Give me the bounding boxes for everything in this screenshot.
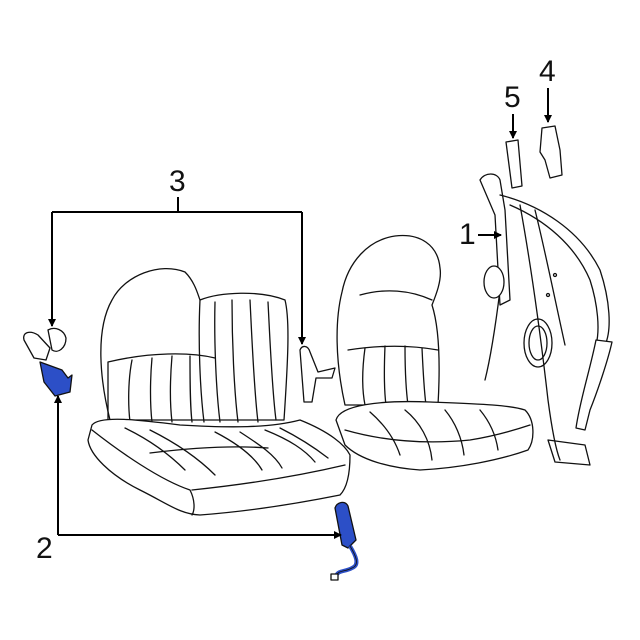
callout-1: 1 bbox=[459, 218, 476, 251]
part-4-trim-cover bbox=[539, 125, 563, 179]
part-1-shoulder-belt bbox=[479, 173, 613, 431]
door-pillar bbox=[484, 204, 591, 466]
callout-2: 2 bbox=[36, 532, 53, 565]
callout-4: 4 bbox=[539, 55, 556, 88]
part-2-buckle-stalk bbox=[330, 501, 359, 581]
leader-lines bbox=[48, 88, 552, 539]
callout-3: 3 bbox=[169, 165, 186, 198]
part-5-guide-cover bbox=[505, 139, 523, 189]
bucket-seat bbox=[335, 234, 534, 471]
callout-5: 5 bbox=[504, 81, 521, 114]
part-3-belt-buckle bbox=[23, 327, 336, 403]
bench-seat bbox=[87, 268, 351, 516]
